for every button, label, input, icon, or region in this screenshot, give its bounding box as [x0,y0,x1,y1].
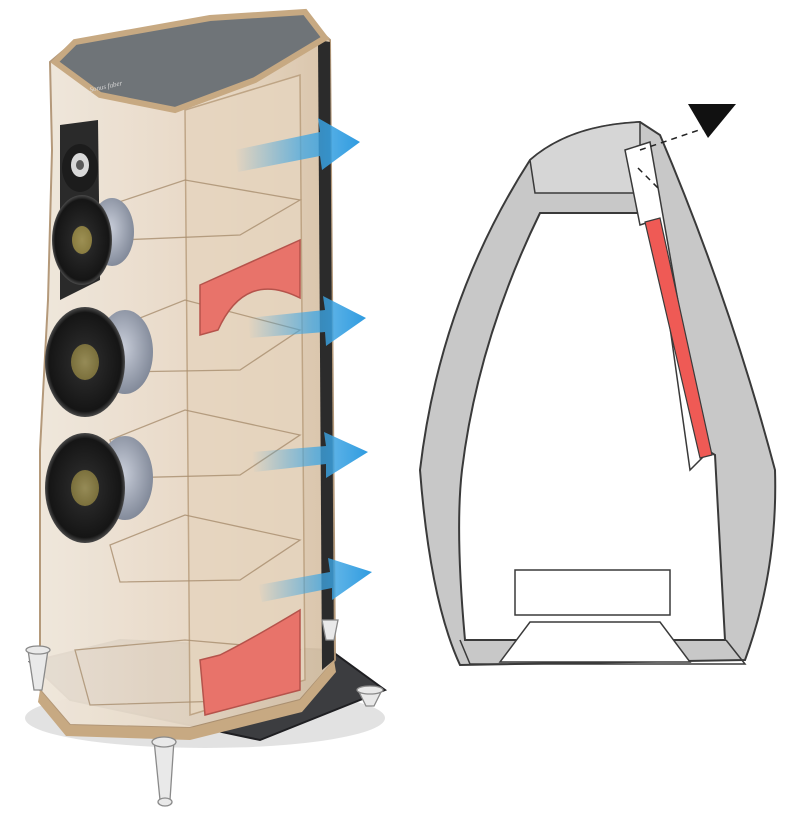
cabinet-rear-edge [318,40,334,670]
driver-cone [498,621,692,663]
pointer-dashed-line [637,127,706,191]
airflow-arrow-2 [248,296,366,346]
woofer-lower [45,433,153,543]
foot-front [153,739,175,801]
driver-magnet [514,569,671,616]
damping-panel-upper [199,238,301,336]
foot-rear [321,619,339,641]
damping-strip [644,217,713,459]
tweeter [62,144,98,192]
airflow-arrows [235,118,372,602]
pointer-triangle-icon [688,104,736,138]
cabinet-top-block [529,121,641,194]
top-glass [50,8,330,114]
airflow-arrow-3 [252,432,368,478]
speaker-section-diagram [418,104,777,667]
spike-feet [25,619,384,807]
woofer-upper [45,307,153,417]
cabinet-side-panel [184,73,306,717]
midrange-driver [52,195,134,285]
airflow-arrow-4 [258,558,372,602]
interior-cavity [458,212,727,641]
speaker-cutaway-view: Sonus faber [25,8,388,807]
bottom-rim [38,660,336,740]
bottom-opening [459,639,747,665]
damping-panel-lower [199,608,301,716]
airflow-arrow-1 [235,118,360,172]
